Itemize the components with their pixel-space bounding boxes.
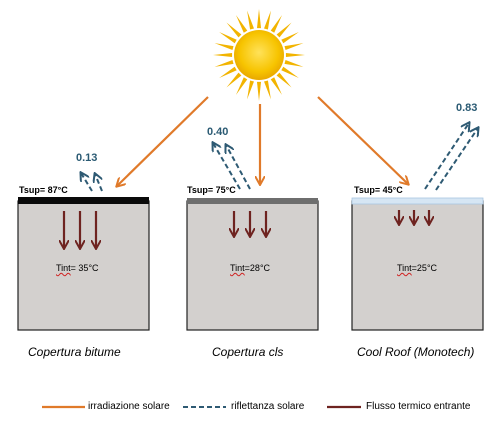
sun-ray (247, 80, 254, 100)
legend-heat-flow-label: Flusso termico entrante (366, 401, 471, 412)
sun-ray (247, 10, 254, 30)
reflectance-arrow-3a (424, 123, 469, 190)
reflectance-value-cool-roof: 0.83 (456, 102, 478, 114)
sun-ray (270, 77, 282, 95)
caption-cool-roof: Cool Roof (Monotech) (357, 345, 475, 359)
sun-ray (264, 10, 271, 30)
reflectance-value-bitume: 0.13 (76, 152, 98, 164)
roof-cover-bitume (18, 197, 149, 204)
caption-bitume: Copertura bitume (28, 345, 121, 359)
tint-label-bitume: Tint= 35°C (56, 263, 99, 273)
reflectance-arrow-3b (435, 128, 478, 191)
roof-cover-cool-roof (351, 197, 484, 205)
sun-ray (264, 80, 271, 100)
reflectance-arrow-1a (81, 173, 93, 192)
tint-label-cls: Tint=28°C (230, 263, 271, 273)
sun-ray (226, 22, 242, 38)
caption-cls: Copertura cls (212, 345, 284, 359)
sun-ray (236, 15, 248, 33)
reflectance-arrow-1b (95, 174, 103, 192)
sun-ray (281, 66, 299, 78)
sun-ray (284, 43, 304, 50)
sun-ray (219, 66, 237, 78)
tint-label-cool-roof: Tint=25°C (397, 263, 438, 273)
sun-ray (236, 77, 248, 95)
sun-ray (285, 52, 305, 58)
tsup-label-cls: Tsup= 75°C (187, 185, 236, 195)
tsup-label-cool-roof: Tsup= 45°C (354, 185, 403, 195)
roof-cover-cls (187, 198, 318, 204)
tsup-label-bitume: Tsup= 87°C (19, 185, 68, 195)
heat-flow-arrows (64, 210, 429, 248)
sun-ray (270, 15, 282, 33)
building-block-1 (17, 197, 150, 331)
sun-ray (276, 72, 292, 88)
sun-icon (213, 9, 305, 101)
sun-ray (214, 43, 234, 50)
sun-ray (256, 9, 262, 29)
irradiation-arrow-3 (317, 96, 408, 184)
reflectance-arrows (81, 123, 478, 192)
sun-ray (276, 22, 292, 38)
reflectance-value-cls: 0.40 (207, 126, 229, 138)
reflectance-arrow-2b (226, 145, 251, 190)
legend-irradiation-label: irradiazione solare (88, 401, 170, 412)
legend-reflectance-label: riflettanza solare (231, 401, 305, 412)
irradiation-arrows (117, 96, 408, 186)
building-block-2 (186, 198, 319, 331)
sun-ray (256, 81, 262, 101)
sun-ray (284, 60, 304, 67)
sun-ray (226, 72, 242, 88)
sun-ray (281, 32, 299, 44)
sun-ray (214, 60, 234, 67)
irradiation-arrow-1 (117, 96, 209, 186)
sun-ray (213, 52, 233, 58)
reflectance-arrow-2a (213, 143, 241, 190)
sun-ray (219, 32, 237, 44)
